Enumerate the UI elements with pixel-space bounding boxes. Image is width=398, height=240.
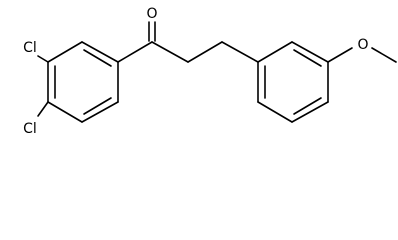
carbonyl-oxygen-label: O [146,6,157,22]
dichlorophenyl-ring [47,41,119,123]
ring-bond [47,41,83,63]
ring-to-oxygen-bond [327,47,353,63]
ring-bond [81,101,119,123]
oxygen-to-methyl-bond [371,47,397,63]
methoxyphenyl-ring [257,41,329,123]
ring-double-bond [293,49,322,67]
ring-double-bond [293,97,322,115]
ring-bond [81,41,119,63]
ring-bond [257,41,293,63]
c-cl-bond-bottom [37,101,49,117]
molecule-structure: Cl Cl O O [23,6,397,137]
chain-bond-1 [151,41,189,63]
ring-bond [291,41,329,63]
ring-double-bond [83,49,112,67]
ring-bond [47,101,83,123]
chlorine-top-label: Cl [23,40,37,56]
ring-to-carbonyl-bond [117,41,153,63]
c-cl-bond-top [37,55,49,63]
chlorine-bottom-label: Cl [23,121,37,137]
ring-bond [291,101,329,123]
chain-bond-3 [221,41,259,63]
ring-double-bond [83,97,112,115]
methoxy-oxygen-label: O [357,37,368,53]
chain-bond-2 [187,41,223,63]
ring-bond [257,101,293,123]
